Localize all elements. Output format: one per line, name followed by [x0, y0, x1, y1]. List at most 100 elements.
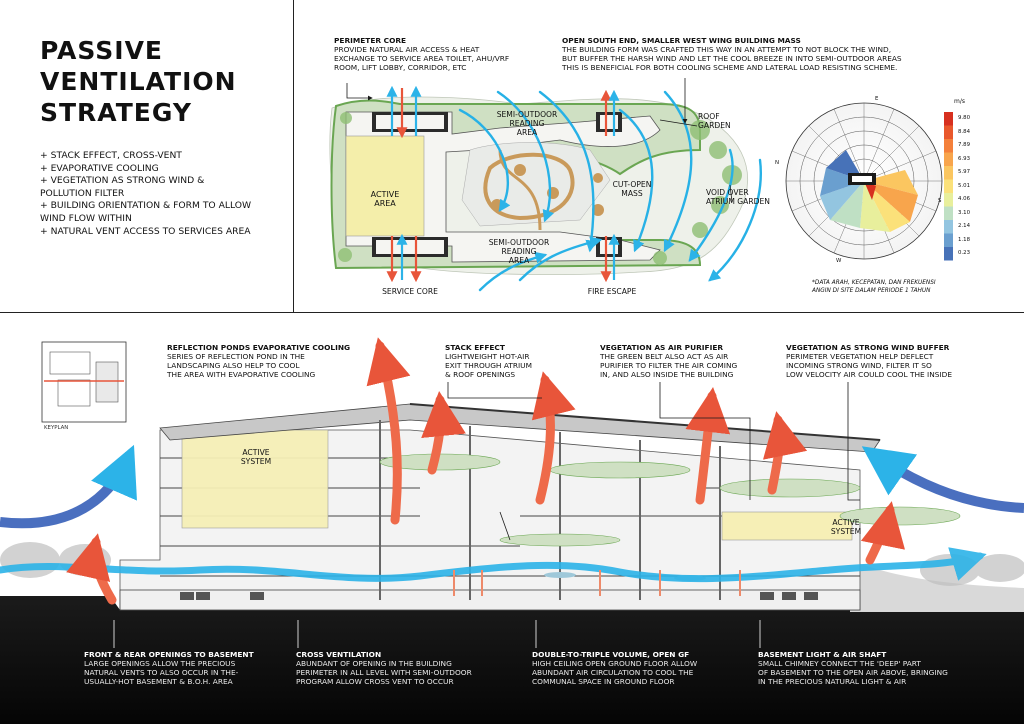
legend-value: 4.06: [958, 196, 971, 202]
label-line: CUT-OPEN: [612, 180, 652, 189]
legend-value: 1.18: [958, 236, 971, 243]
legend-value: 6.93: [958, 155, 971, 162]
legend-swatch: [944, 139, 953, 153]
title-line-3: STRATEGY: [40, 98, 192, 127]
label-line: MASS: [621, 189, 643, 198]
note-line: EXCHANGE TO SERVICE AREA TOILET, AHU/VRF: [334, 54, 510, 63]
active-system-label-left: ACTIVE SYSTEM: [224, 448, 288, 466]
strategy-item: + EVAPORATIVE COOLING: [40, 162, 159, 174]
compass-e: E: [875, 96, 879, 102]
label-line: ACTIVE: [832, 518, 860, 527]
air-purifier-note: VEGETATION AS AIR PURIFIER THE GREEN BEL…: [600, 343, 737, 379]
note-heading: PERIMETER CORE: [334, 36, 407, 45]
note-line: & ROOF OPENINGS: [445, 370, 516, 379]
label-line: ROOF: [698, 112, 720, 121]
note-line: LARGE OPENINGS ALLOW THE PRECIOUS: [84, 659, 236, 668]
page-title: PASSIVE VENTILATION STRATEGY: [40, 35, 237, 128]
divider-horizontal: [0, 312, 1024, 313]
note-line: EXIT THROUGH ATRIUM: [445, 361, 532, 370]
title-line-2: VENTILATION: [40, 67, 237, 96]
legend-swatch: [944, 206, 953, 220]
note-line: LOW VELOCITY AIR COULD COOL THE INSIDE: [786, 370, 952, 379]
note-line: SMALL CHIMNEY CONNECT THE 'DEEP' PART: [758, 659, 921, 668]
legend-swatch: [944, 193, 953, 207]
label-line: SEMI-OUTDOOR: [496, 110, 558, 119]
label-line: ACTIVE: [242, 448, 270, 457]
building-section: [0, 337, 1024, 724]
legend-swatch: [944, 179, 953, 193]
note-heading: DOUBLE-TO-TRIPLE VOLUME, OPEN GF: [532, 650, 690, 659]
wind-data-note: *DATA ARAH, KECEPATAN, DAN FREKUENSI ANG…: [812, 280, 936, 295]
perimeter-core-note: PERIMETER CORE PROVIDE NATURAL AIR ACCES…: [334, 36, 509, 72]
note-heading: VEGETATION AS AIR PURIFIER: [600, 343, 724, 352]
note-line: PURIFIER TO FILTER THE AIR COMING: [600, 361, 738, 370]
note-line: OF BASEMENT TO THE OPEN AIR ABOVE, BRING…: [758, 668, 948, 677]
note-line: ABUNDANT OF OPENING IN THE BUILDING: [296, 659, 452, 668]
note-line: SERIES OF REFLECTION POND IN THE: [167, 352, 305, 361]
note-line: THIS IS BENEFICIAL FOR BOTH COOLING SCHE…: [562, 63, 898, 72]
divider-vertical: [293, 0, 294, 312]
note-line: ABUNDANT AIR CIRCULATION TO COOL THE: [532, 668, 694, 677]
note-line: BUT BUFFER THE HARSH WIND AND LET THE CO…: [562, 54, 902, 63]
note-line: IN, AND ALSO INSIDE THE BUILDING: [600, 370, 734, 379]
void-label: VOID OVER ATRIUM GARDEN: [706, 188, 770, 206]
note-line: PERIMETER VEGETATION HELP DEFLECT: [786, 352, 934, 361]
note-line: LANDSCAPING ALSO HELP TO COOL: [167, 361, 300, 370]
legend-value: 2.14: [958, 223, 971, 229]
legend-value: 0.23: [958, 250, 971, 256]
label-line: AREA: [374, 199, 396, 208]
south-end-note: OPEN SOUTH END, SMALLER WEST WING BUILDI…: [562, 36, 902, 72]
double-volume-note: DOUBLE-TO-TRIPLE VOLUME, OPEN GF HIGH CE…: [532, 650, 697, 686]
air-shaft-note: BASEMENT LIGHT & AIR SHAFT SMALL CHIMNEY…: [758, 650, 948, 686]
legend-value: 9.80: [958, 115, 971, 121]
strategy-item: + STACK EFFECT, CROSS-VENT: [40, 150, 182, 161]
note-heading: BASEMENT LIGHT & AIR SHAFT: [758, 650, 887, 659]
note-line: THE BUILDING FORM WAS CRAFTED THIS WAY I…: [562, 45, 892, 54]
note-line: NATURAL VENTS TO ALSO OCCUR IN THE-: [84, 668, 239, 677]
legend-value: 5.01: [958, 182, 971, 189]
legend-value: 7.89: [958, 142, 971, 148]
note-line: THE AREA WITH EVAPORATIVE COOLING: [167, 370, 316, 379]
cut-open-label: CUT-OPEN MASS: [604, 180, 660, 198]
legend-unit: m/s: [954, 98, 965, 105]
note-line: PROGRAM ALLOW CROSS VENT TO OCCUR: [296, 677, 454, 686]
legend-swatch: [944, 125, 953, 139]
note-line: USUALLY-HOT BASEMENT & B.O.H. AREA: [84, 677, 233, 686]
wind-buffer-note: VEGETATION AS STRONG WIND BUFFER PERIMET…: [786, 343, 952, 379]
reflection-note: REFLECTION PONDS EVAPORATIVE COOLING SER…: [167, 343, 350, 379]
active-system-label-right: ACTIVE SYSTEM: [816, 518, 876, 536]
compass-s: S: [938, 198, 942, 204]
legend-value: 5.97: [958, 169, 971, 175]
strategy-item: WIND FLOW WITHIN: [40, 212, 132, 224]
note-line: LIGHTWEIGHT HOT-AIR: [445, 352, 530, 361]
legend-swatch: [944, 152, 953, 166]
label-line: ACTIVE: [370, 190, 400, 199]
cross-ventilation-note: CROSS VENTILATION ABUNDANT OF OPENING IN…: [296, 650, 472, 686]
note-heading: REFLECTION PONDS EVAPORATIVE COOLING: [167, 343, 351, 352]
strategy-item: + BUILDING ORIENTATION & FORM TO ALLOW: [40, 200, 252, 212]
note-line: COMMUNAL SPACE IN GROUND FLOOR: [532, 677, 675, 686]
legend-swatch: [944, 233, 953, 247]
note-line: ANGIN DI SITE DALAM PERIODE 1 TAHUN: [812, 287, 931, 294]
label-line: SYSTEM: [240, 457, 272, 466]
title-line-1: PASSIVE: [40, 36, 163, 65]
strategy-item: + VEGETATION AS STRONG WIND &: [40, 175, 205, 187]
wind-speed-legend: [944, 112, 953, 261]
compass-n: N: [775, 160, 780, 166]
note-line: PERIMETER IN ALL LEVEL WITH SEMI-OUTDOOR: [296, 668, 472, 677]
legend-swatch: [944, 166, 953, 180]
label-line: READING: [509, 119, 545, 128]
note-line: INCOMING STRONG WIND, FILTER IT SO: [786, 361, 932, 370]
legend-value: 3.10: [958, 209, 971, 216]
note-line: HIGH CEILING OPEN GROUND FLOOR ALLOW: [532, 659, 698, 668]
label-line: ATRIUM GARDEN: [706, 197, 770, 206]
semi-outdoor-label-top: SEMI-OUTDOOR READING AREA: [492, 110, 562, 137]
note-line: THE GREEN BELT ALSO ACT AS AIR: [600, 352, 729, 361]
wind-rose: [785, 102, 953, 261]
legend-swatch: [944, 112, 953, 126]
label-line: SEMI-OUTDOOR: [488, 238, 550, 247]
note-heading: FRONT & REAR OPENINGS TO BASEMENT: [84, 650, 254, 659]
note-heading: OPEN SOUTH END, SMALLER WEST WING BUILDI…: [562, 36, 801, 45]
